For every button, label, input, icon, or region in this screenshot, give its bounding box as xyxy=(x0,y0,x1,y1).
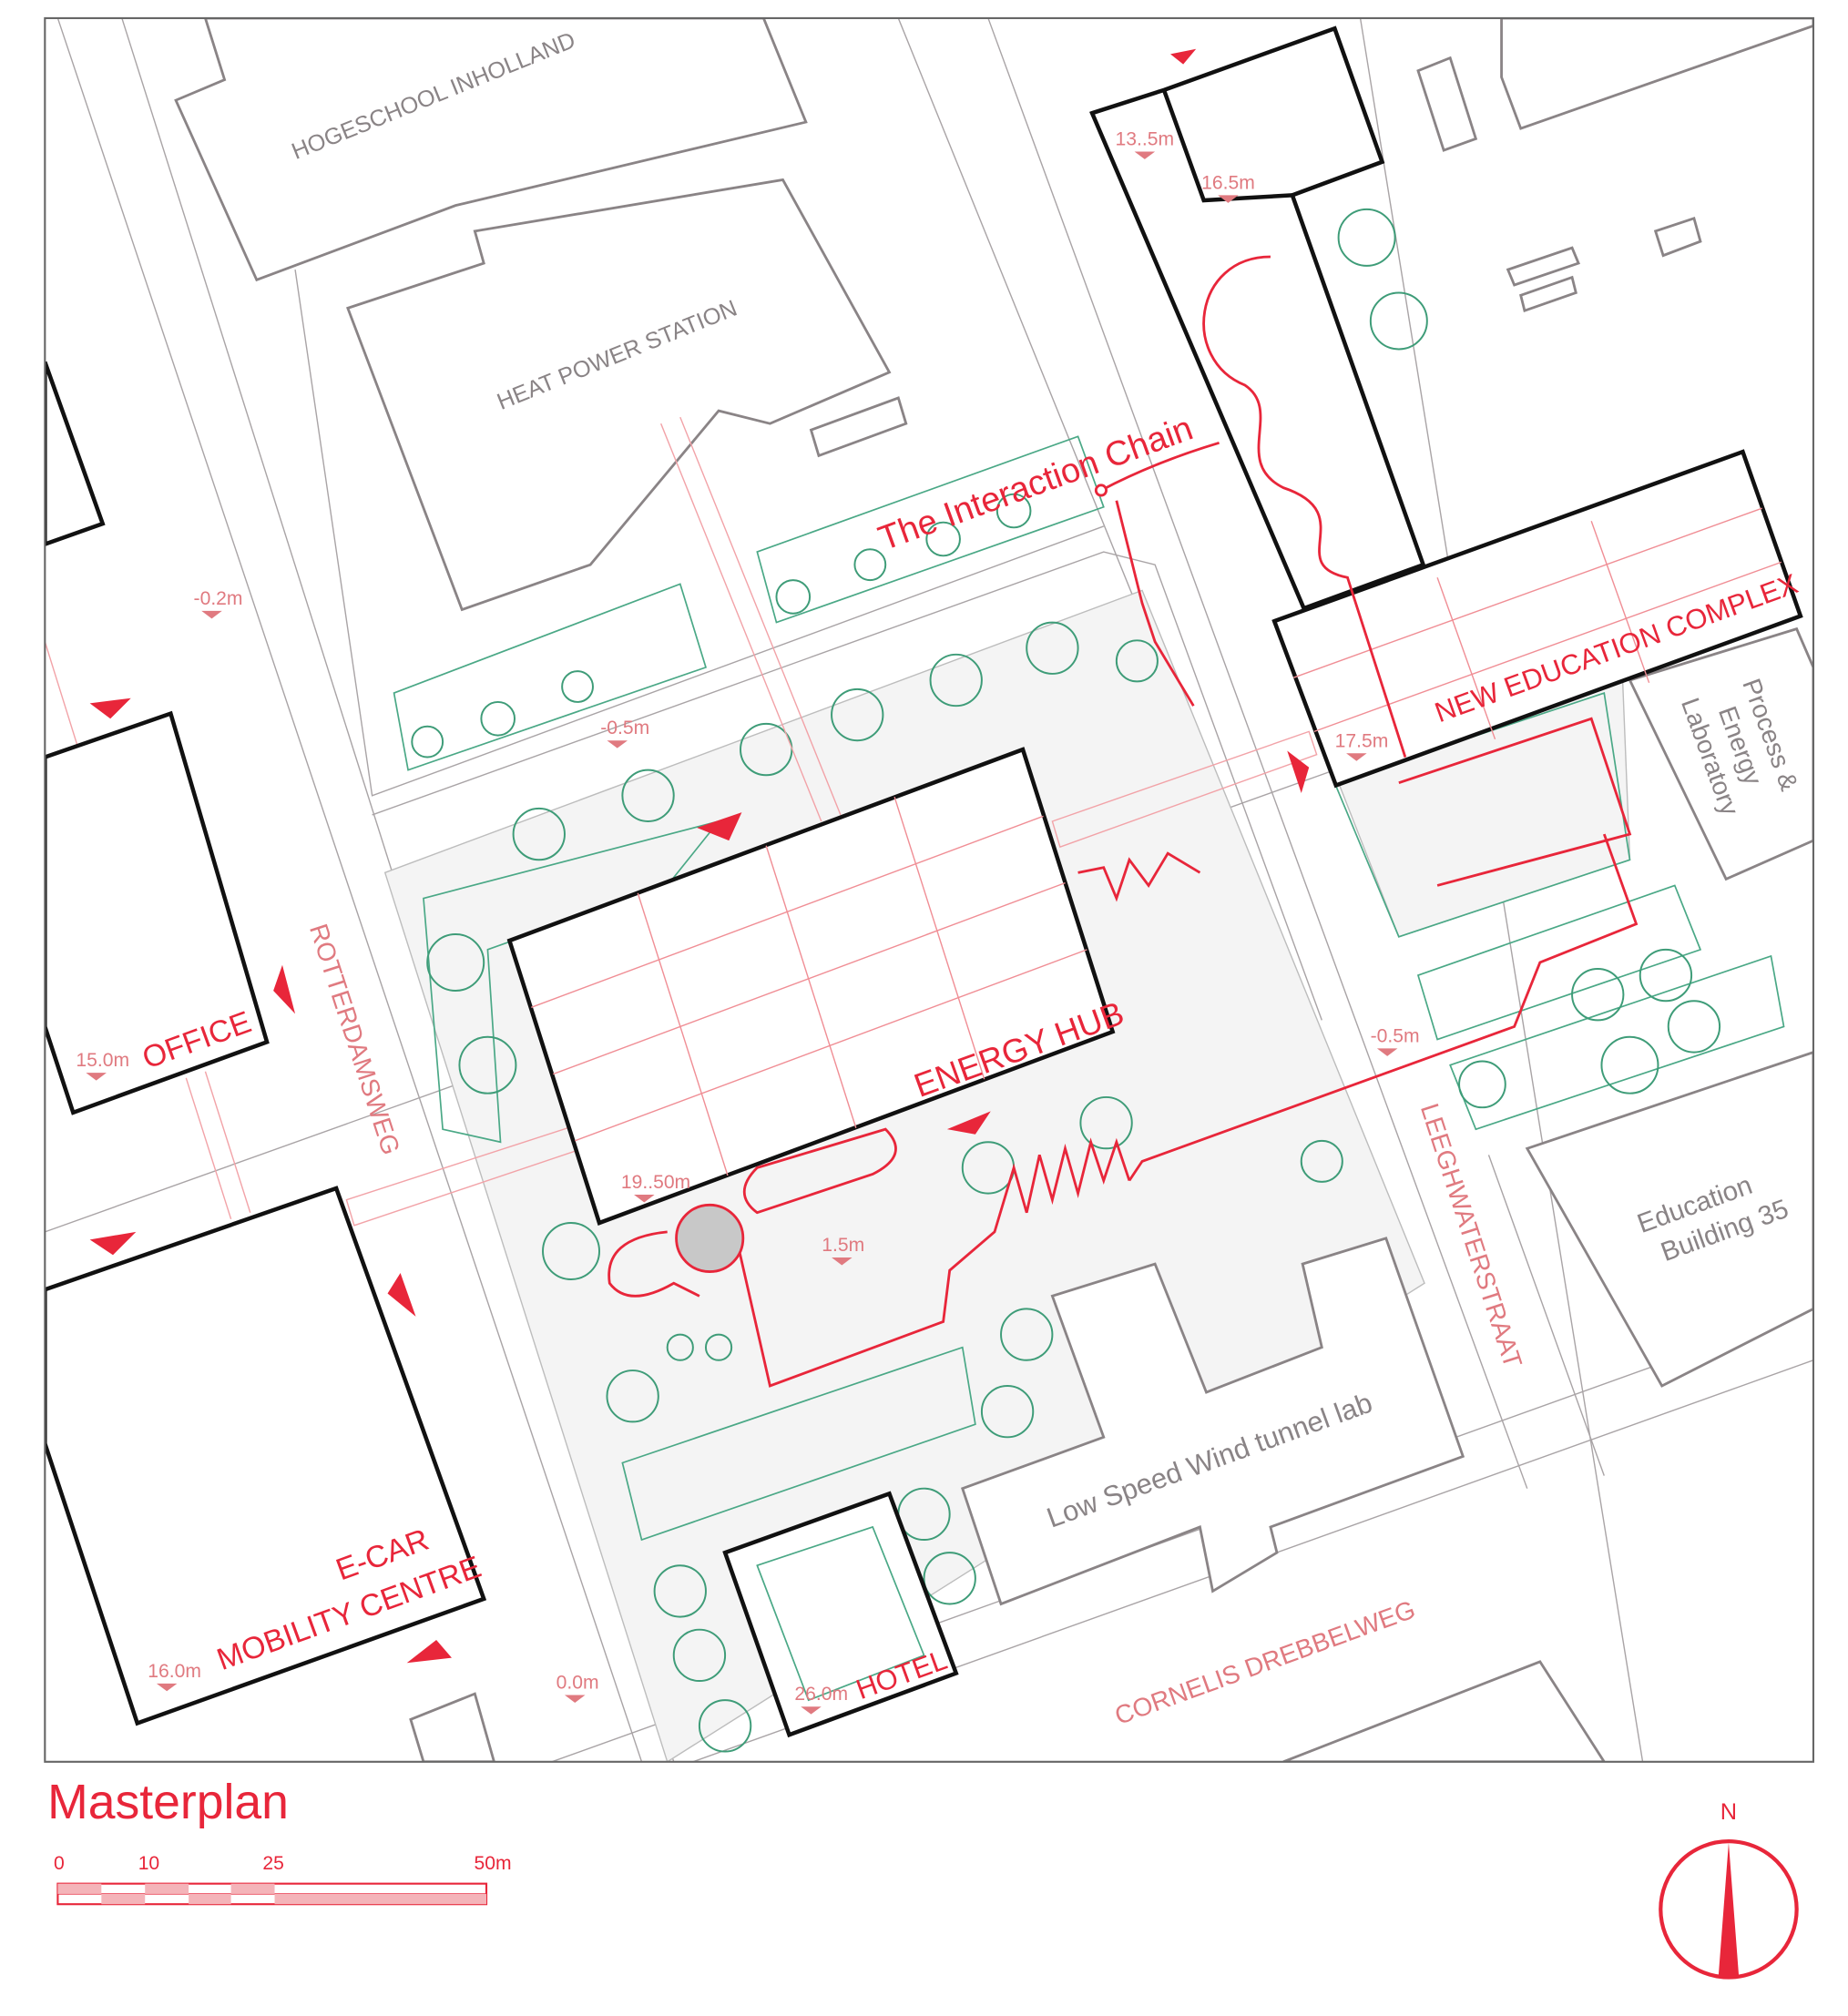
scale-bar: 0 10 25 50m xyxy=(54,1853,512,1906)
map-area: HOGESCHOOL INHOLLAND HEAT POWER STATION … xyxy=(45,17,1813,1762)
annex-building xyxy=(809,396,908,458)
scale-tick: 25 xyxy=(262,1853,284,1874)
building-office xyxy=(45,710,270,1115)
small-structure xyxy=(1653,216,1702,258)
level-label: 0.0m xyxy=(556,1672,599,1693)
trees xyxy=(411,208,1721,1753)
small-structure xyxy=(1519,275,1577,313)
building-ecar-mobility-centre xyxy=(45,1186,487,1726)
scale-tick: 50m xyxy=(475,1853,512,1874)
proposed-buildings xyxy=(45,25,1803,1738)
pavilion xyxy=(675,1203,745,1273)
building-hotel xyxy=(722,1491,959,1738)
north-label: N xyxy=(1720,1799,1737,1825)
level-label: 26.0m xyxy=(794,1684,848,1705)
building-bottom-right xyxy=(1282,1660,1606,1762)
building-wind-tunnel-lab xyxy=(961,1237,1465,1606)
level-label: -0.5m xyxy=(1371,1025,1420,1046)
building-heat-power-station xyxy=(346,178,892,612)
interaction-chain-path xyxy=(607,255,1639,1388)
building-tower xyxy=(1089,25,1426,611)
energy-hub-roof-grid xyxy=(531,797,1087,1176)
building-left-partial xyxy=(45,361,106,547)
small-structure xyxy=(1416,56,1478,152)
building-education-35 xyxy=(1525,1051,1813,1388)
level-label: 1.5m xyxy=(822,1235,864,1256)
level-label: 16.5m xyxy=(1201,172,1255,193)
level-label: 15.0m xyxy=(76,1050,129,1071)
label-rotterdamsweg: ROTTERDAMSWEG xyxy=(304,921,406,1158)
central-plaza xyxy=(383,589,1425,1762)
small-structure xyxy=(1506,246,1580,287)
level-label: 13..5m xyxy=(1116,128,1175,149)
scale-tick: 10 xyxy=(138,1853,160,1874)
building-hogeschool-inholland xyxy=(174,17,808,282)
north-arrow: N xyxy=(1659,1799,1799,1980)
map-frame xyxy=(44,16,1815,1763)
existing-buildings xyxy=(174,17,1813,1762)
level-markers: 13..5m 16.5m -0.2m -0.5m 17.5m 15.0m 19.… xyxy=(76,128,1420,1715)
level-label: -0.2m xyxy=(194,588,243,609)
planting-beds xyxy=(393,435,1785,1542)
label-cornelis-drebbelweg: CORNELIS DREBBELWEG xyxy=(1110,1594,1419,1730)
label-interaction-chain: The Interaction Chain xyxy=(873,409,1198,558)
level-label: -0.5m xyxy=(600,718,649,738)
level-label: 16.0m xyxy=(148,1661,201,1682)
building-top-right xyxy=(1500,17,1813,130)
building-process-energy-lab xyxy=(1628,626,1813,881)
page-title: Masterplan xyxy=(47,1776,289,1829)
level-label: 17.5m xyxy=(1335,730,1389,751)
label-leeghwaterstraat: LEEGHWATERSTRAAT xyxy=(1415,1100,1528,1371)
level-label: 19..50m xyxy=(621,1172,690,1193)
entrance-arrows xyxy=(89,48,1310,1664)
scale-tick: 0 xyxy=(54,1853,65,1874)
building-bottom-left xyxy=(409,1692,495,1762)
